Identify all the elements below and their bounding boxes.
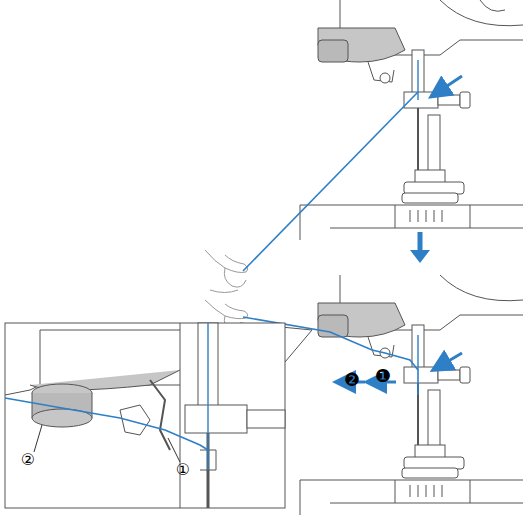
callout-number: ② [21, 452, 35, 468]
callout-number: ❷ [344, 371, 360, 389]
callout-number: ❶ [375, 367, 391, 385]
callout-number: ① [176, 462, 190, 478]
